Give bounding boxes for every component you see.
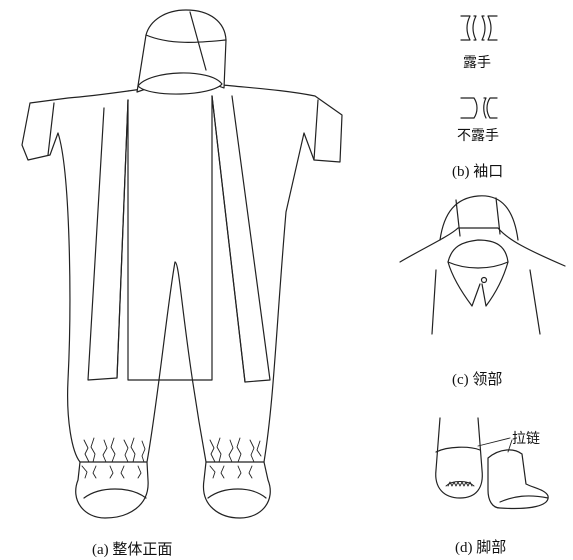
foot-detail-side — [487, 449, 549, 510]
caption-collar: (c) 领部 — [452, 372, 503, 388]
zipper-label: 拉链 — [512, 431, 540, 447]
hood-seam — [145, 34, 227, 43]
hand-out-label: 露手 — [463, 55, 491, 71]
left-sleeve-seam — [47, 102, 55, 156]
right-scrunch — [209, 437, 262, 479]
center-panel — [127, 95, 213, 381]
placket-right-inner — [211, 95, 246, 383]
left-scrunch — [81, 437, 146, 479]
caption-cuff: (b) 袖口 — [452, 164, 504, 180]
hood-seam-2 — [189, 11, 207, 71]
zipper-leader — [477, 437, 513, 453]
caption-foot: (d) 脚部 — [455, 540, 507, 556]
cuff-detail-hand-in — [460, 97, 498, 119]
collar-detail — [399, 195, 566, 335]
foot-detail-front — [435, 417, 483, 499]
cuff-detail-hand-out — [460, 15, 498, 41]
hand-in-label: 不露手 — [457, 128, 499, 144]
right-sleeve-seam — [313, 99, 319, 161]
romper-body-outline — [21, 84, 343, 519]
left-foot-seam — [83, 488, 147, 499]
placket-left-inner — [116, 99, 129, 379]
collar-opening — [137, 72, 223, 95]
caption-front: (a) 整体正面 — [92, 542, 173, 558]
right-foot-seam — [207, 488, 267, 499]
